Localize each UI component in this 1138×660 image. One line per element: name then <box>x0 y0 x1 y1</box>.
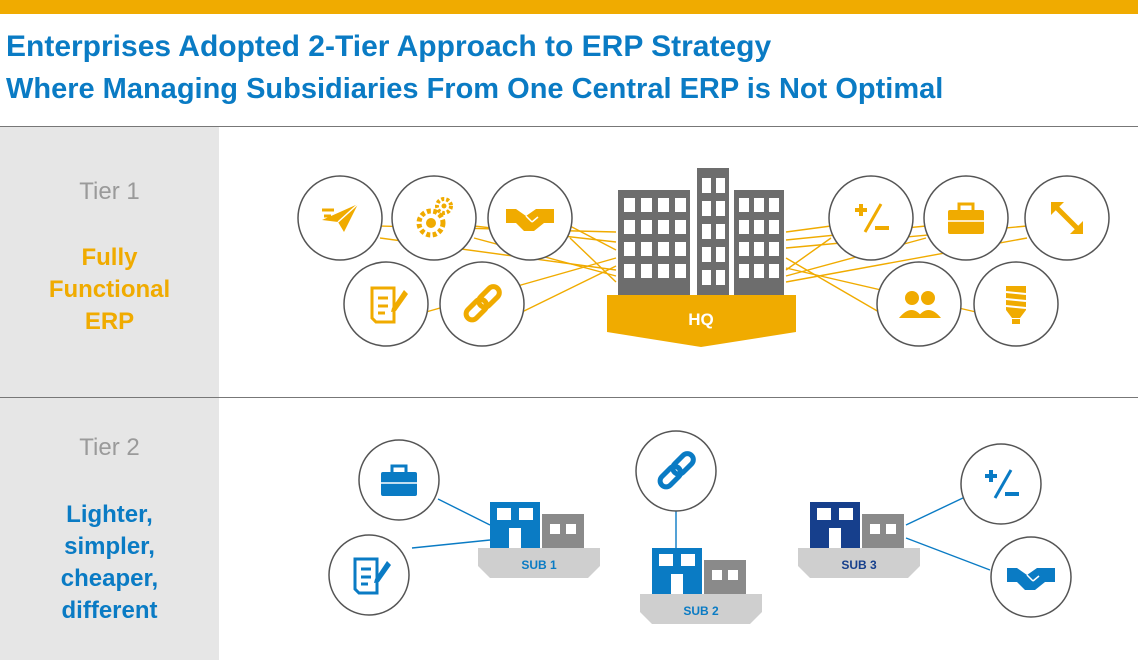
page-title: Enterprises Adopted 2-Tier Approach to E… <box>6 30 772 63</box>
sub-side-building <box>542 514 584 550</box>
people-icon <box>876 261 962 347</box>
connector-line <box>521 265 617 313</box>
divider-middle <box>0 397 1138 398</box>
sub-label: SUB 3 <box>841 558 877 572</box>
icon-circle <box>391 175 477 261</box>
hq-building: HQ <box>607 168 796 347</box>
connector-line <box>905 496 966 526</box>
connector-line <box>437 498 491 526</box>
sub-label: SUB 2 <box>683 604 719 618</box>
sub2-building: SUB 2 <box>640 548 762 624</box>
tier1-description: Fully Functional ERP <box>48 244 171 335</box>
sub-label: SUB 1 <box>521 558 557 572</box>
top-accent-bar <box>0 0 1138 14</box>
chain-link-icon <box>635 430 717 512</box>
page-subtitle: Where Managing Subsidiaries From One Cen… <box>6 73 944 105</box>
tier1-label: Tier 1 <box>79 178 140 205</box>
tier2-description: Lighter, simpler, cheaper, different <box>60 501 159 624</box>
icon-circle <box>328 534 410 616</box>
resize-arrow-icon <box>1024 175 1110 261</box>
handshake-icon <box>990 536 1072 618</box>
connector-line <box>785 237 832 271</box>
gears-icon <box>391 175 477 261</box>
plus-minus-icon <box>828 175 914 261</box>
paper-plane-icon <box>297 175 383 261</box>
chain-link-icon <box>439 261 525 347</box>
sub-base <box>478 548 600 578</box>
sub1-building: SUB 1 <box>478 502 600 578</box>
tier2-side-panel <box>0 398 219 660</box>
connector-line <box>411 539 491 549</box>
sub-base <box>640 594 762 624</box>
handshake-icon <box>487 175 573 261</box>
document-edit-icon <box>343 261 429 347</box>
sub3-building: SUB 3 <box>798 502 920 578</box>
tier1-side-panel <box>0 127 219 397</box>
document-edit-icon <box>328 534 410 616</box>
connector-line <box>569 237 617 283</box>
icon-circle <box>828 175 914 261</box>
sub-side-building <box>704 560 746 596</box>
icon-circle <box>343 261 429 347</box>
lightbulb-icon <box>973 261 1059 347</box>
connector-line <box>785 257 880 313</box>
hq-label: HQ <box>688 310 714 329</box>
connector-line <box>905 537 991 571</box>
hq-banner <box>607 295 796 347</box>
icon-circle <box>960 443 1042 525</box>
connector-line <box>569 225 617 251</box>
connector-line <box>785 225 832 233</box>
plus-minus-icon <box>960 443 1042 525</box>
divider-top <box>0 126 1138 127</box>
sub-base <box>798 548 920 578</box>
briefcase-icon <box>358 439 440 521</box>
briefcase-icon <box>923 175 1009 261</box>
icon-circle <box>876 261 962 347</box>
tier2-label: Tier 2 <box>79 434 140 461</box>
sub-side-building <box>862 514 904 550</box>
